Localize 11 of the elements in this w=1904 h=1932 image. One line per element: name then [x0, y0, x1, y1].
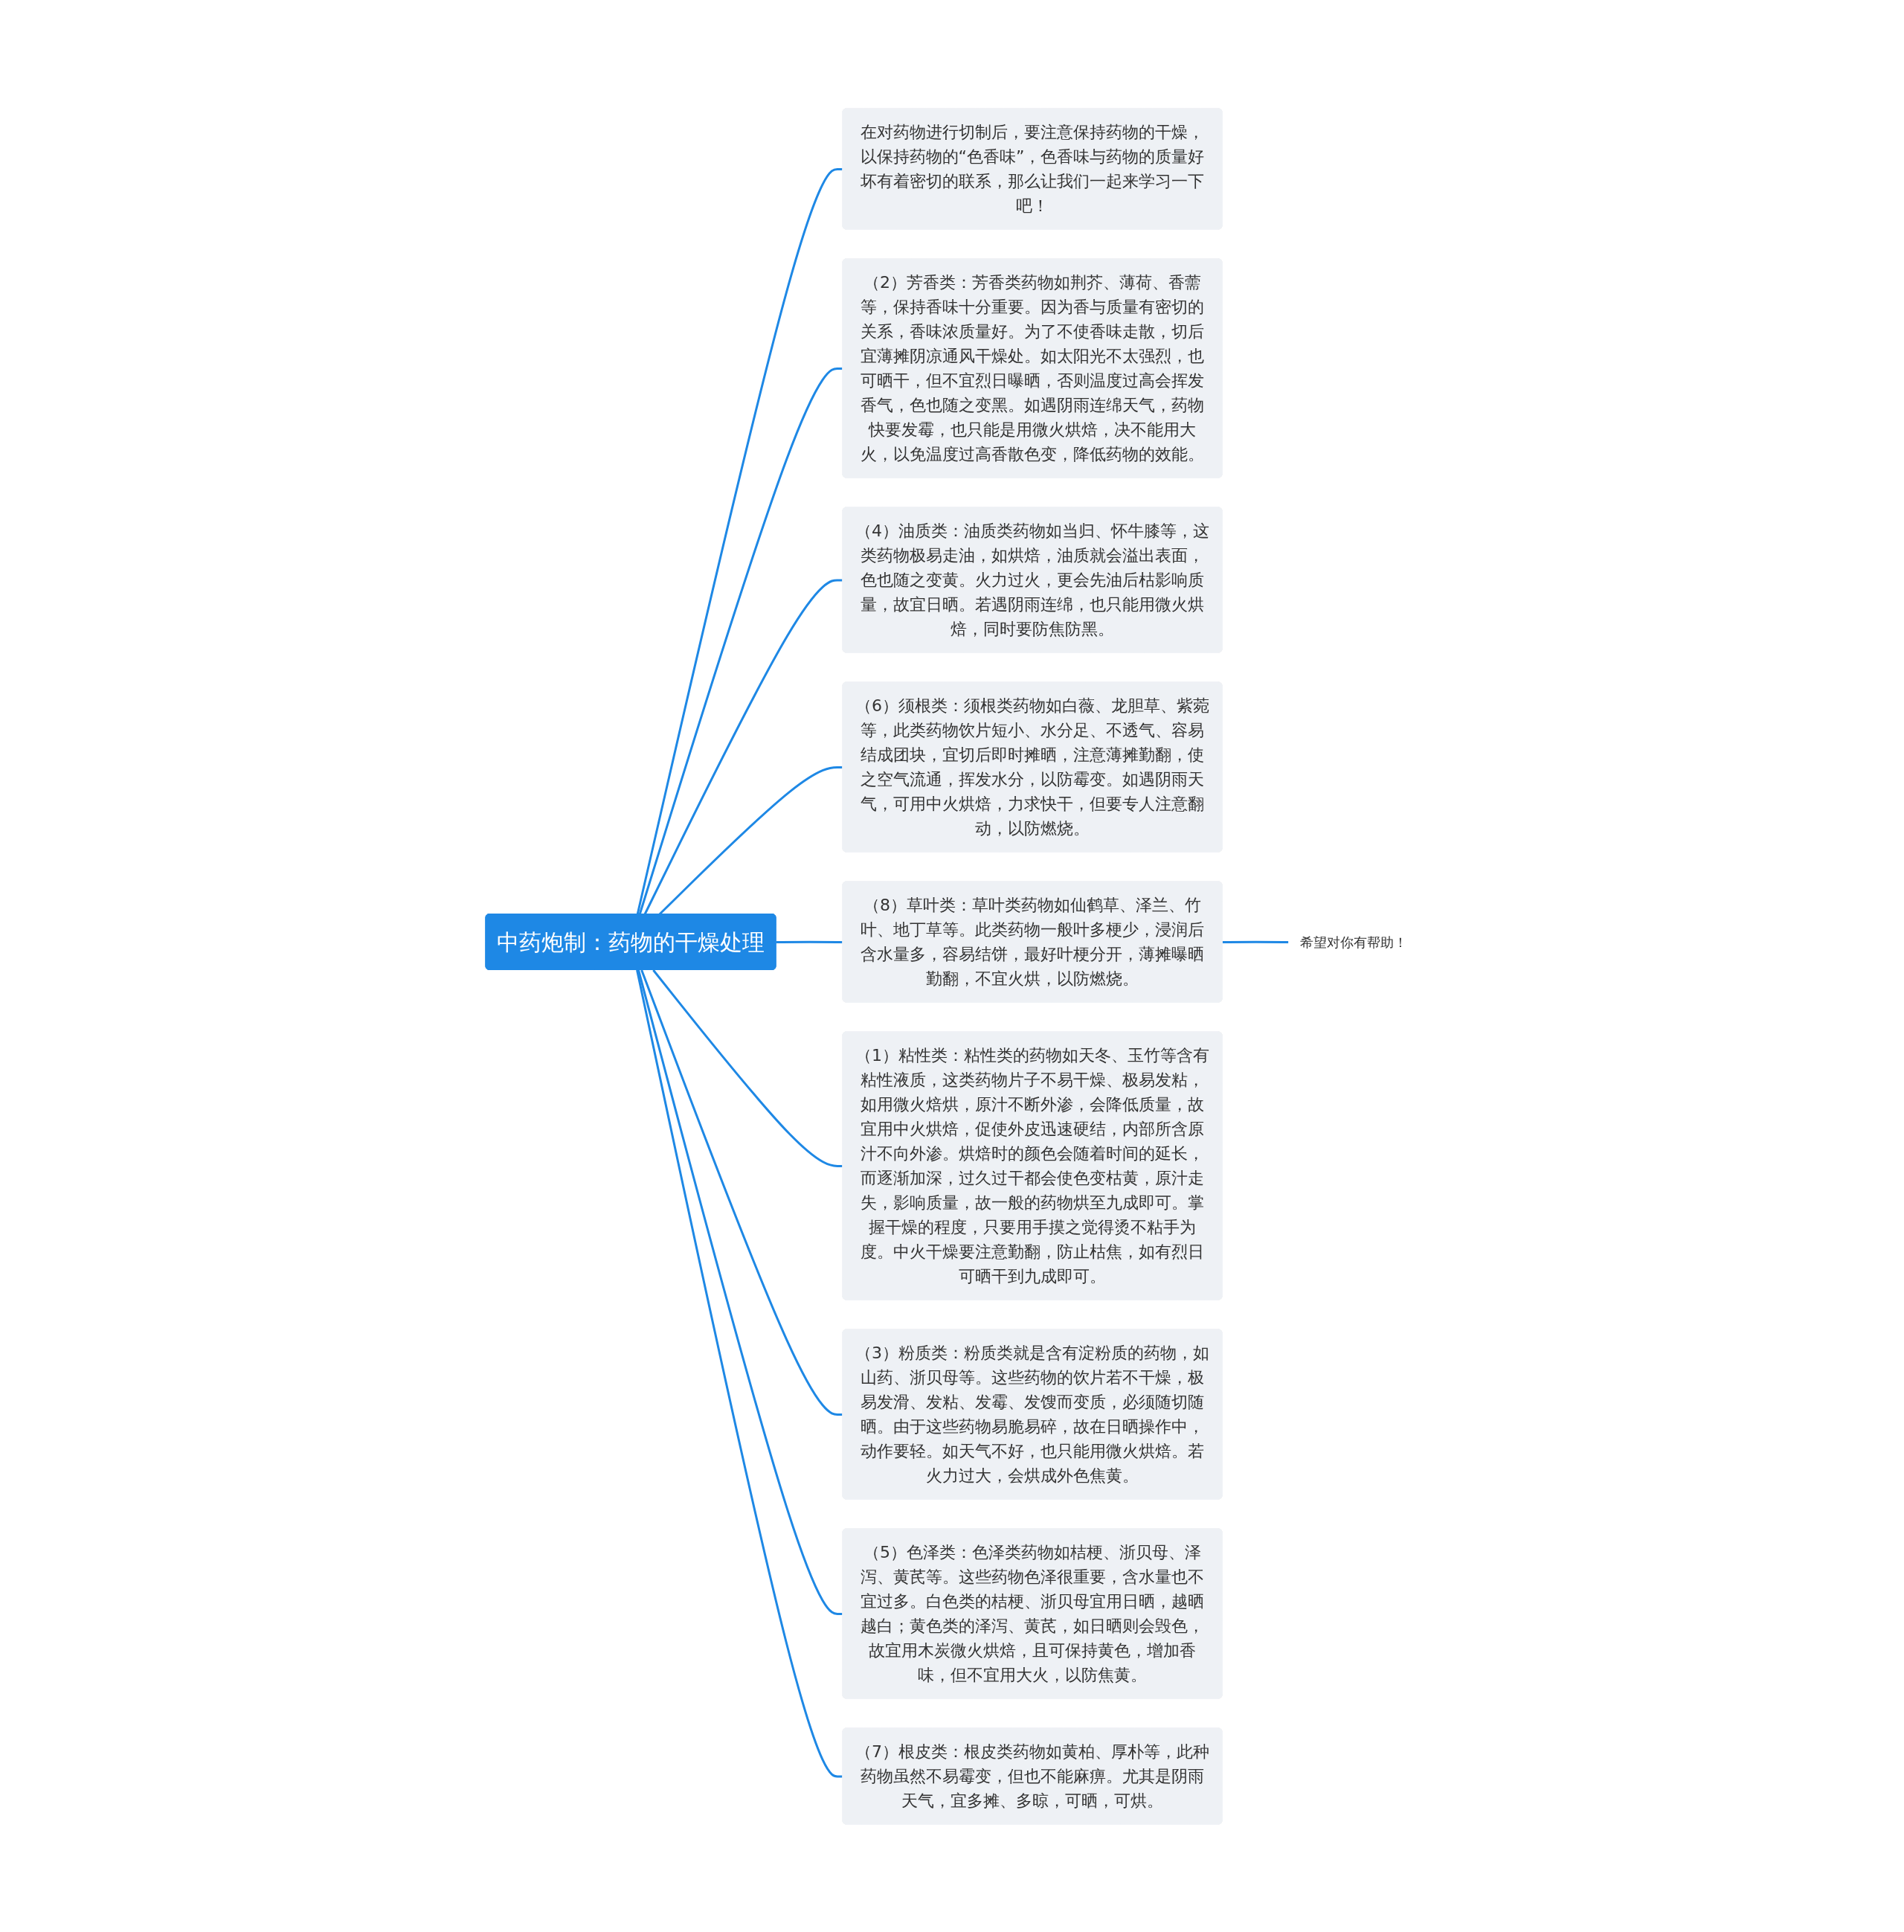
- connector: [1222, 940, 1290, 943]
- connector: [638, 367, 843, 914]
- connector: [658, 766, 843, 915]
- connector: [643, 578, 843, 915]
- node-text: 希望对你有帮助！: [1300, 934, 1407, 949]
- connector: [636, 969, 843, 1777]
- connector: [640, 969, 843, 1416]
- connector: [652, 969, 843, 1167]
- connector: [637, 969, 843, 1615]
- connector: [776, 940, 843, 943]
- connector: [636, 167, 843, 914]
